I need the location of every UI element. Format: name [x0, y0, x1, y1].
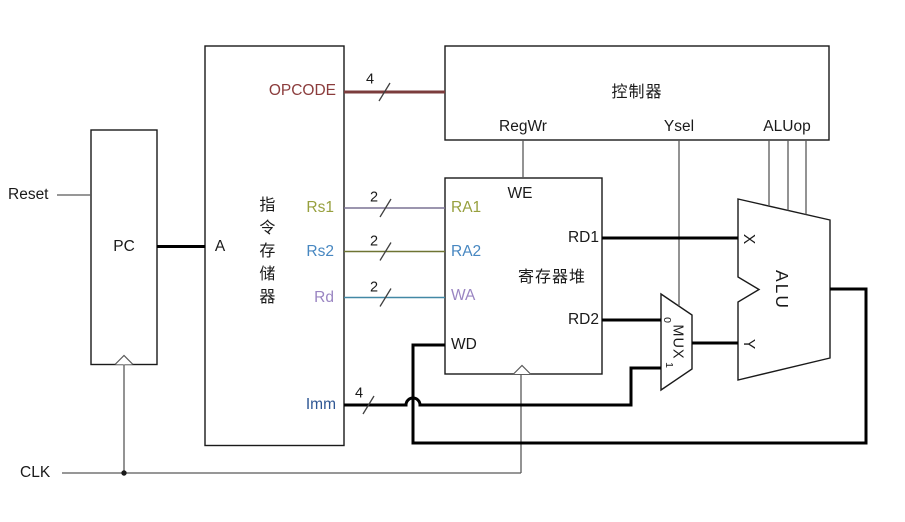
pc-label: PC	[113, 238, 135, 256]
mux-shape	[660, 292, 693, 392]
register-file-box	[444, 177, 603, 375]
we-port-label: WE	[507, 185, 533, 203]
rd2-port-label: RD2	[567, 310, 599, 328]
reset-label: Reset	[8, 186, 49, 204]
rd-port-label: Rd	[314, 288, 334, 306]
alu-y-input-label: Y	[739, 338, 757, 349]
clk-wire	[62, 364, 522, 476]
ra2-port-label: RA2	[451, 243, 482, 261]
controller-label: 控制器	[611, 83, 663, 101]
wa-port-label: WA	[451, 286, 476, 304]
alu-x-input-label: X	[739, 233, 757, 245]
wd-port-label: WD	[451, 336, 477, 354]
aluop-wires	[768, 140, 807, 215]
rs1-bus-width: 2	[369, 189, 379, 206]
pc-box	[90, 129, 158, 366]
instruction-memory-box	[204, 45, 345, 447]
regwr-label: RegWr	[499, 117, 547, 135]
ysel-label: Ysel	[663, 117, 695, 135]
rs1-port-label: Rs1	[306, 198, 334, 216]
rs2-bus-width: 2	[369, 233, 379, 250]
instruction-memory-label: 指令存储器	[256, 196, 274, 311]
rs2-port-label: Rs2	[306, 242, 334, 260]
alu-shape	[737, 198, 831, 381]
alu-result-feedback-bus	[411, 287, 868, 445]
clock-triangle-pc	[114, 354, 134, 365]
opcode-bus-width: 4	[365, 71, 375, 88]
ra1-port-label: RA1	[451, 198, 482, 216]
clock-triangle-regfile	[513, 364, 531, 375]
mux-input1-label: 1	[662, 361, 675, 368]
clk-junction-dot	[121, 470, 127, 476]
imm-bus-width: 4	[354, 385, 364, 402]
opcode-port-label: OPCODE	[268, 82, 336, 100]
imm-bus	[344, 366, 661, 407]
mux-input0-label: 0	[661, 317, 674, 323]
imm-port-label: Imm	[305, 396, 336, 414]
register-file-label: 寄存器堆	[517, 268, 587, 286]
rd1-port-label: RD1	[567, 229, 599, 247]
aluop-label: ALUop	[763, 117, 811, 135]
rd-bus-width: 2	[369, 279, 379, 296]
controller-box	[444, 45, 830, 141]
address-port-label: A	[214, 238, 226, 256]
clk-label: CLK	[20, 464, 51, 482]
alu-label: ALU	[772, 269, 793, 310]
mux-label: MUX	[668, 323, 685, 360]
bus-width-slashes	[362, 82, 392, 415]
